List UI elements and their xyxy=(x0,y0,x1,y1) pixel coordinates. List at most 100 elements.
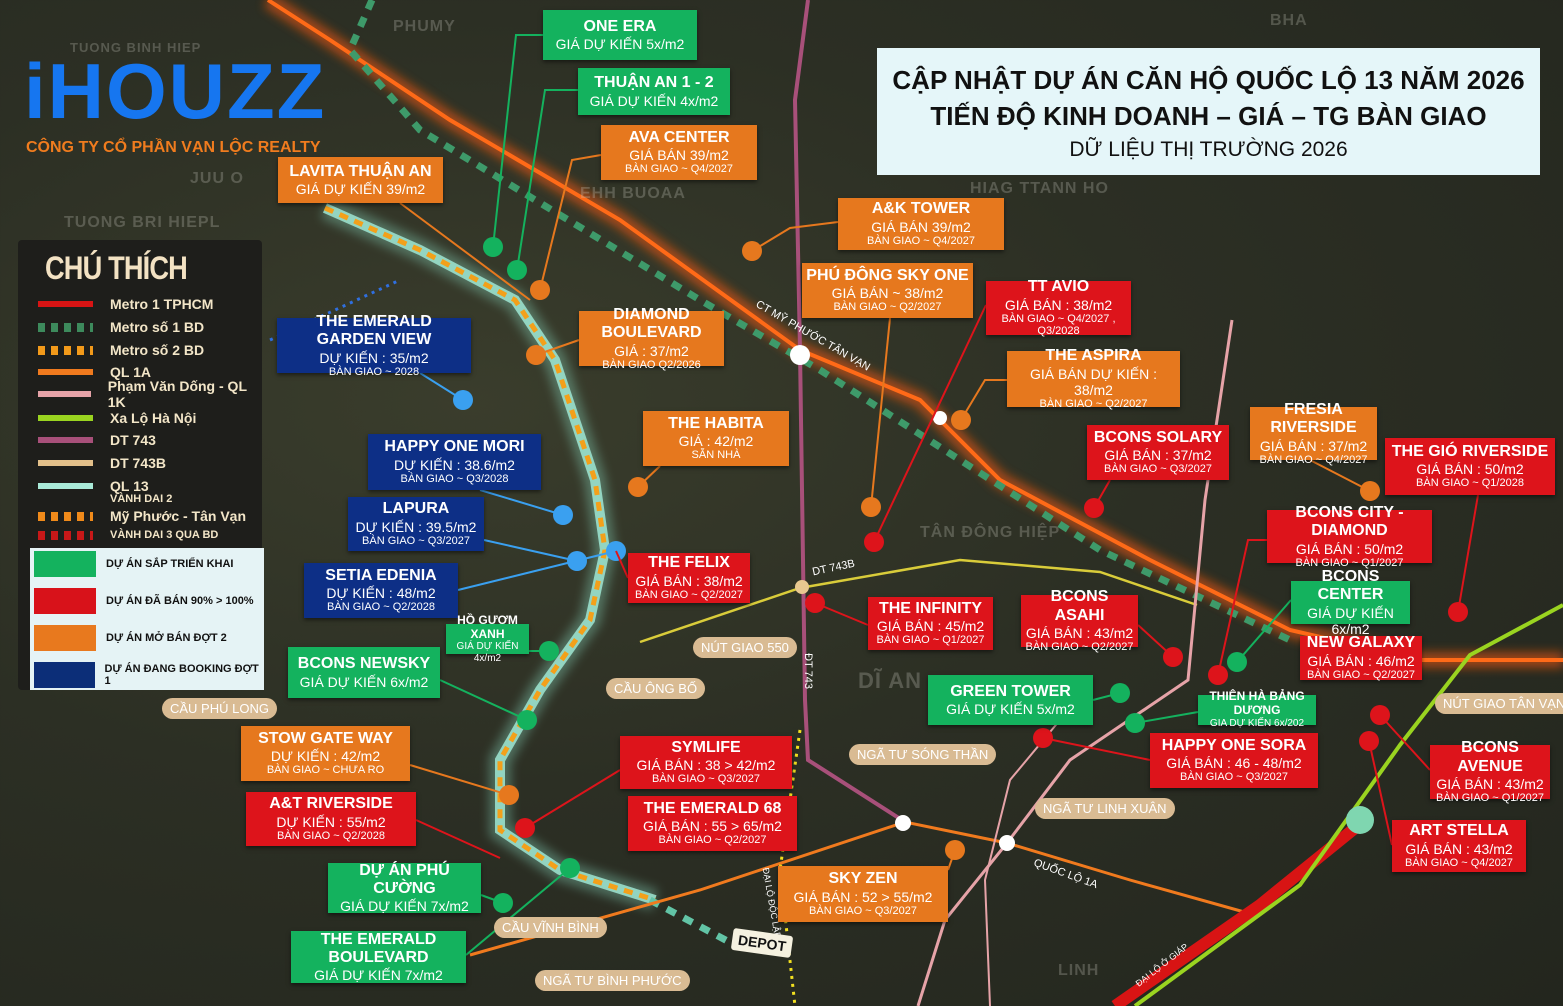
connector-line xyxy=(873,304,987,543)
project-marker[interactable] xyxy=(1227,652,1247,672)
project-name: TT AVIO xyxy=(1027,278,1090,296)
project-marker[interactable] xyxy=(1110,683,1130,703)
project-marker[interactable] xyxy=(1360,481,1380,501)
legend-line-item: Mỹ Phước - Tân Vạn xyxy=(38,506,246,526)
project-marker[interactable] xyxy=(1033,728,1053,748)
project-handover: BÀN GIAO ~ 2028 xyxy=(328,365,420,378)
status-legend-item: DỰ ÁN SẮP TRIỂN KHAI xyxy=(34,551,234,577)
project-marker[interactable] xyxy=(539,641,559,661)
project-marker[interactable] xyxy=(499,785,519,805)
project-marker[interactable] xyxy=(805,593,825,613)
project-price: GIÁ BÁN 39/m2 xyxy=(871,218,971,235)
project-marker[interactable] xyxy=(1125,713,1145,733)
project-price: GIÁ BÁN : 38/m2 xyxy=(635,572,743,589)
project-name: LAPURA xyxy=(382,500,450,518)
project-marker[interactable] xyxy=(483,237,503,257)
project-name: HAPPY ONE MORI xyxy=(384,438,525,456)
project-marker[interactable] xyxy=(1370,705,1390,725)
project-marker[interactable] xyxy=(493,893,513,913)
area-label: BHA xyxy=(1270,12,1308,29)
legend-line-item: DT 743 xyxy=(38,430,156,450)
legend-line-item: DT 743B xyxy=(38,453,166,473)
project-price: GIÁ BÁN DỰ KIẾN : 38/m2 xyxy=(1029,365,1158,398)
metro-1-hcm xyxy=(1111,815,1369,1006)
project-marker[interactable] xyxy=(530,280,550,300)
legend-line-item: QL 13 xyxy=(38,476,149,496)
project-name: BCONS SOLARY xyxy=(1093,428,1223,446)
project-marker[interactable] xyxy=(864,532,884,552)
project-marker[interactable] xyxy=(1084,498,1104,518)
connector-line xyxy=(492,34,543,248)
project-handover: BÀN GIAO ~ Q3/2027 xyxy=(1180,771,1288,784)
project-marker[interactable] xyxy=(1359,731,1379,751)
project-name: THE ASPIRA xyxy=(1045,347,1142,365)
connector-line xyxy=(516,89,578,271)
project-price: GIÁ BÁN : 38 > 42/m2 xyxy=(636,757,776,774)
project-marker[interactable] xyxy=(945,840,965,860)
project-marker[interactable] xyxy=(560,858,580,878)
status-legend-item: DỰ ÁN MỞ BÁN ĐỢT 2 xyxy=(34,625,227,651)
project-name: BCONS AVENUE xyxy=(1457,739,1523,775)
project-handover: BÀN GIAO ~ Q1/2027 xyxy=(876,634,985,647)
project-marker[interactable] xyxy=(1448,602,1468,622)
project-marker[interactable] xyxy=(951,410,971,430)
project-marker[interactable] xyxy=(861,497,881,517)
project-marker[interactable] xyxy=(742,241,762,261)
project-marker[interactable] xyxy=(628,477,648,497)
project-price: GIÁ BÁN : 45/m2 xyxy=(876,618,985,635)
project-price: GIÁ BÁN : 37/m2 xyxy=(1259,437,1368,454)
project-marker[interactable] xyxy=(553,505,573,525)
project-marker[interactable] xyxy=(507,260,527,280)
vanh-dai-2-label: VÀNH DAI 2 xyxy=(110,493,173,505)
project-marker[interactable] xyxy=(1163,647,1183,667)
project-handover: BÀN GIAO ~ Q1/2027 xyxy=(1436,792,1544,805)
project-marker[interactable] xyxy=(1208,665,1228,685)
project-marker[interactable] xyxy=(526,345,546,365)
project-marker[interactable] xyxy=(515,818,535,838)
project-marker[interactable] xyxy=(517,710,537,730)
legend-label: VÀNH DAI 3 QUA BD xyxy=(110,529,219,541)
project-handover: BÀN GIAO ~ Q3/2027 xyxy=(362,534,470,547)
project-marker[interactable] xyxy=(453,390,473,410)
project-name: SETIA EDENIA xyxy=(325,566,437,584)
project-price: GIÁ BÁN : 38/m2 xyxy=(1004,296,1113,313)
connector-line xyxy=(415,819,501,859)
